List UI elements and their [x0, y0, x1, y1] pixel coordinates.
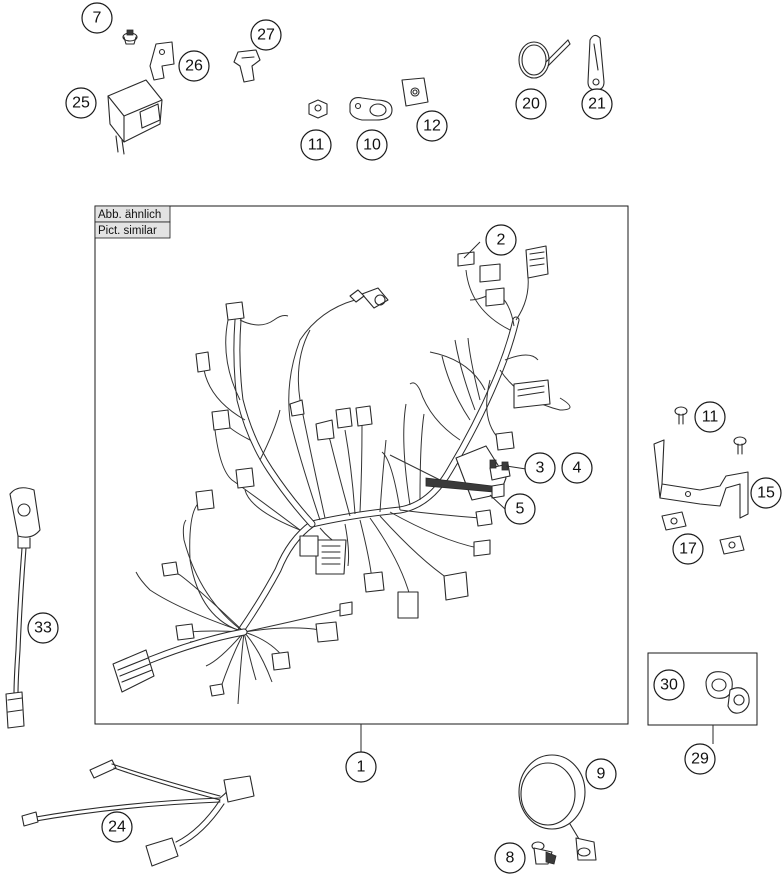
svg-text:12: 12 — [423, 118, 441, 135]
callout-11: 11 — [300, 129, 332, 161]
svg-text:8: 8 — [506, 850, 515, 867]
part-20-cable-tie — [518, 39, 571, 79]
part-7-screw — [122, 29, 138, 45]
part-29-box — [647, 652, 758, 726]
part-10-clamp — [349, 97, 393, 121]
callout-20: 20 — [515, 88, 547, 120]
callout-24: 24 — [101, 811, 133, 843]
svg-text:11: 11 — [308, 137, 325, 154]
callout-10: 10 — [356, 129, 388, 161]
part-27-holder — [233, 49, 261, 83]
svg-text:21: 21 — [588, 96, 606, 113]
svg-text:3: 3 — [536, 460, 545, 477]
part-9-horn — [518, 754, 597, 861]
callout-30: 30 — [653, 669, 685, 701]
part-17-clip-nuts — [661, 511, 745, 555]
part-25-relay — [107, 79, 163, 155]
svg-text:26: 26 — [185, 58, 203, 75]
svg-text:25: 25 — [72, 95, 90, 112]
callout-11-right: 11 — [694, 401, 726, 433]
svg-text:4: 4 — [573, 460, 582, 477]
svg-text:20: 20 — [522, 96, 540, 113]
callout-2: 2 — [485, 224, 517, 256]
svg-text:1: 1 — [357, 759, 366, 776]
callout-26: 26 — [178, 50, 210, 82]
svg-text:11: 11 — [702, 409, 719, 426]
harness-drawing — [112, 245, 571, 705]
callout-29: 29 — [684, 743, 716, 775]
part-33-cable — [5, 487, 41, 729]
svg-text:5: 5 — [516, 501, 525, 518]
callout-3: 3 — [524, 452, 556, 484]
part-15-bracket — [653, 439, 749, 519]
callout-33: 33 — [27, 612, 59, 644]
callout-27: 27 — [250, 19, 282, 51]
callout-15: 15 — [750, 477, 782, 509]
part-30-clip — [705, 671, 750, 714]
callout-4: 4 — [561, 452, 593, 484]
pict-similar-note: Abb. ähnlich Pict. similar — [94, 205, 171, 239]
callout-7: 7 — [81, 2, 113, 34]
svg-text:9: 9 — [597, 766, 606, 783]
part-24-adapter — [21, 759, 255, 867]
part-8-screw — [531, 841, 557, 865]
part-12-clip-nut — [401, 77, 429, 107]
svg-text:33: 33 — [34, 620, 52, 637]
callout-12: 12 — [416, 110, 448, 142]
svg-text:10: 10 — [363, 137, 381, 154]
callout-25: 25 — [65, 87, 97, 119]
svg-text:30: 30 — [660, 677, 678, 694]
part-26-bracket — [149, 41, 175, 81]
callout-1: 1 — [345, 751, 377, 783]
callout-8: 8 — [494, 842, 526, 874]
callout-21: 21 — [581, 88, 613, 120]
callout-9: 9 — [585, 758, 617, 790]
svg-text:24: 24 — [108, 819, 126, 836]
part-11-cap — [308, 99, 328, 119]
note-line-1: Abb. ähnlich — [98, 209, 161, 221]
part-11-screws — [674, 406, 747, 455]
svg-text:15: 15 — [757, 485, 775, 502]
svg-text:17: 17 — [679, 541, 697, 558]
callout-17: 17 — [672, 533, 704, 565]
note-line-2: Pict. similar — [98, 225, 157, 237]
part-21-strap — [587, 34, 605, 91]
svg-text:29: 29 — [691, 751, 709, 768]
svg-text:2: 2 — [497, 232, 506, 249]
callout-5: 5 — [504, 493, 536, 525]
svg-text:27: 27 — [257, 27, 275, 44]
svg-text:7: 7 — [93, 10, 102, 27]
